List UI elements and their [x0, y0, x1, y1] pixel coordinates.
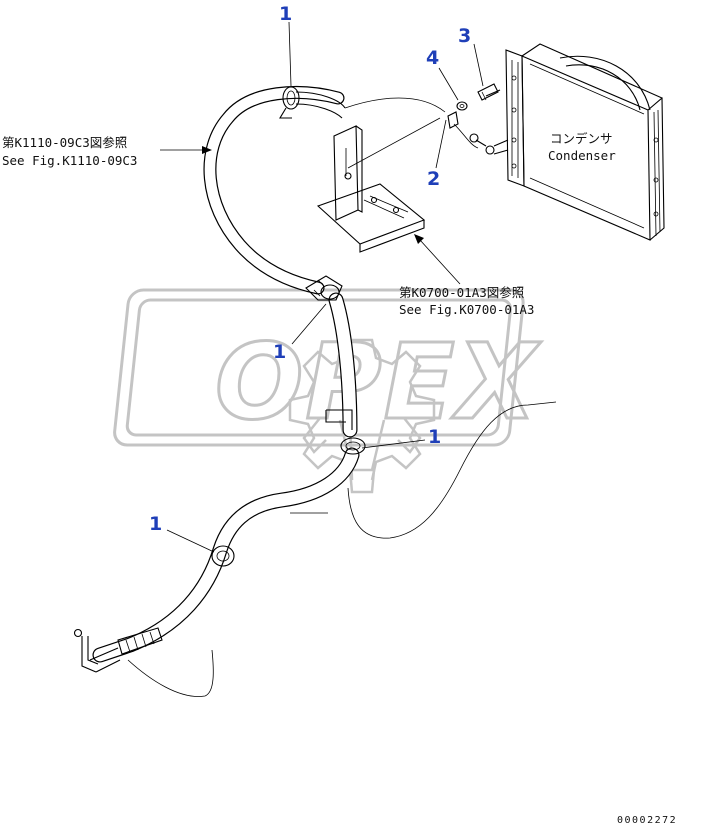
callout-4: 4 — [426, 47, 439, 69]
ref-k0700-en: See Fig.K0700-01A3 — [399, 302, 534, 317]
ref-k1110-en: See Fig.K1110-09C3 — [2, 153, 137, 168]
bracket — [316, 125, 426, 253]
condenser-label-jp: コンデンサ — [550, 131, 613, 146]
drawing-code: 00002272 — [617, 815, 677, 826]
callout-3: 3 — [458, 25, 471, 47]
callout-1-lower-left: 1 — [149, 513, 162, 535]
condenser: コンデンサ Condenser — [469, 43, 665, 241]
callout-1-lower-right: 1 — [428, 426, 441, 448]
bolt — [477, 83, 501, 101]
ref-k0700-jp: 第K0700-01A3図参照 — [399, 285, 524, 300]
watermark-text: OPEX — [215, 321, 542, 443]
clamp-lower-right — [325, 409, 366, 455]
refrigerant-hose — [73, 86, 557, 697]
ref-k1110-jp: 第K1110-09C3図参照 — [2, 135, 127, 150]
watermark-logo: OPEX — [113, 288, 542, 494]
clamp-mid — [305, 275, 343, 301]
callout-1-top: 1 — [279, 3, 292, 25]
watermark-gear — [288, 338, 436, 481]
callout-1-mid: 1 — [273, 341, 286, 363]
hose-fitting — [73, 627, 163, 673]
condenser-label-en: Condenser — [548, 148, 616, 163]
leader-lines — [160, 21, 484, 553]
washer — [456, 101, 468, 111]
clamp-lower-left — [211, 545, 235, 567]
callout-2: 2 — [427, 168, 440, 190]
clamp-top — [279, 86, 300, 119]
